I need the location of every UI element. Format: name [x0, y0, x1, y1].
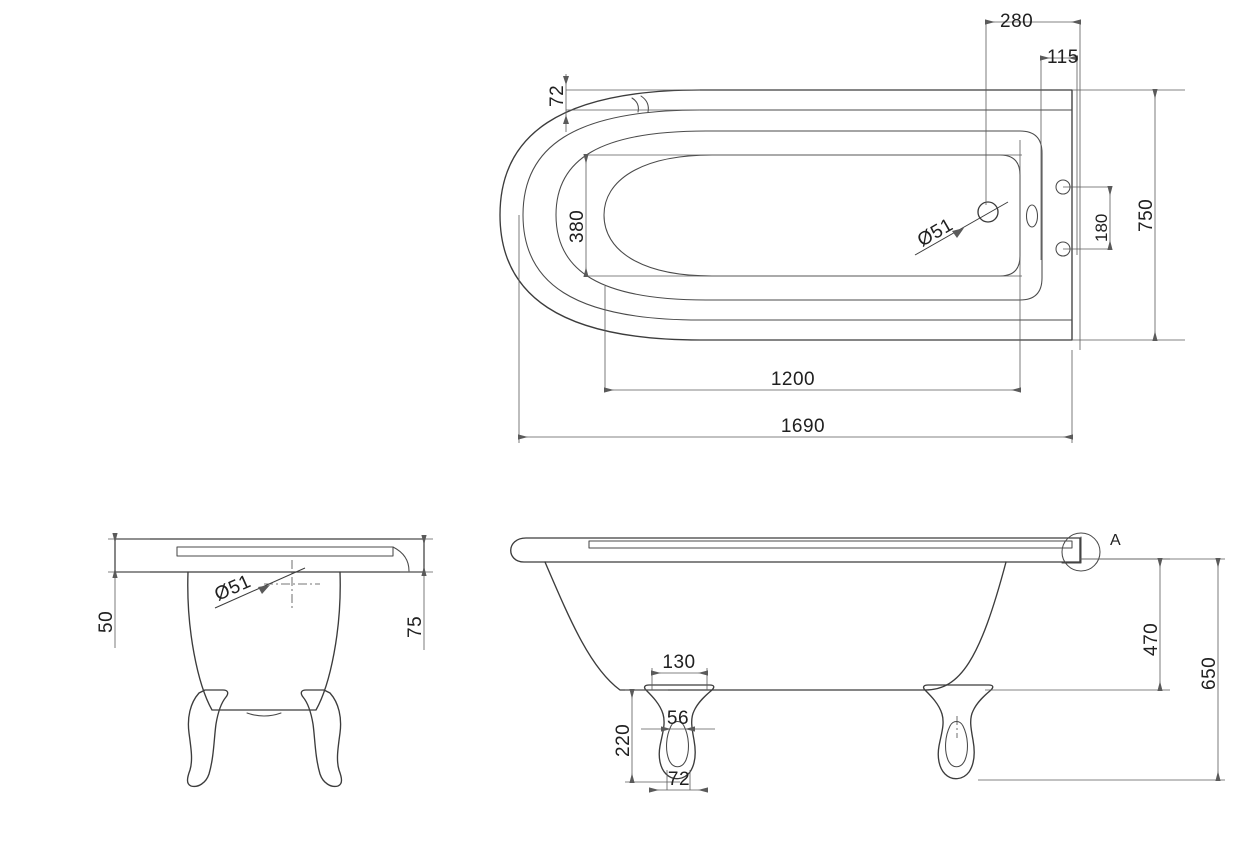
side-detail-callout-a: A [1061, 532, 1121, 572]
end-drain-plate [246, 712, 282, 717]
side-elevation-view: A 130 220 56 72 [510, 532, 1225, 793]
dim-130-foot: 130 [651, 652, 708, 690]
dim-50-end: 50 [96, 533, 150, 648]
plan-waste-hole [977, 201, 999, 223]
plan-overflow-slot [1025, 204, 1039, 228]
side-claw-foot-right [922, 684, 994, 780]
dim-750-plan: 750 [1072, 89, 1185, 341]
side-tub-body-profile [544, 561, 1007, 691]
plan-bowl-lip-outline [555, 130, 1043, 301]
end-claw-foot-left [186, 689, 229, 788]
dim-220-foot: 220 [613, 689, 680, 783]
plan-rim-inner-line [522, 109, 1073, 321]
end-elevation-view: Ø51 50 75 [96, 533, 433, 788]
dim-56-foot: 56 [641, 708, 715, 732]
dim-380-plan: 380 [567, 154, 1022, 277]
dim-label-180: 180 [1092, 214, 1111, 242]
dim-label-650: 650 [1199, 657, 1220, 690]
dim-470-side: 470 [985, 558, 1170, 691]
dim-650-side: 650 [978, 558, 1225, 781]
end-waste-leader [214, 567, 306, 609]
plan-view: Ø51 72 380 280 [499, 11, 1185, 443]
dim-label-1200: 1200 [771, 369, 815, 390]
dim-label-dia51-plan: Ø51 [914, 214, 957, 251]
end-rim-flange [114, 538, 425, 573]
dim-label-750: 750 [1136, 199, 1157, 232]
dim-1690-plan: 1690 [518, 215, 1073, 443]
dim-label-280: 280 [1000, 11, 1033, 32]
dim-label-50: 50 [96, 611, 117, 633]
plan-bowl-floor-outline [603, 154, 1021, 277]
dim-label-1690: 1690 [781, 416, 825, 437]
end-tub-body [187, 571, 341, 711]
detail-label-a: A [1110, 532, 1121, 549]
end-claw-foot-right [300, 689, 343, 788]
plan-outer-rim-outline [499, 89, 1073, 341]
dim-label-72-foot: 72 [668, 769, 690, 790]
dim-label-220: 220 [613, 724, 634, 757]
dim-label-75: 75 [405, 616, 426, 638]
side-claw-foot-left [643, 684, 715, 780]
dim-label-56: 56 [667, 708, 689, 729]
end-waste-center-mark [264, 560, 320, 608]
dim-label-380: 380 [567, 210, 588, 243]
dim-280-plan: 280 [985, 11, 1081, 350]
plan-waste-leader [914, 201, 1009, 256]
dim-label-115: 115 [1047, 47, 1079, 68]
dim-115-plan: 115 [1040, 47, 1079, 260]
dim-180-plan: 180 [1063, 186, 1113, 250]
dim-label-72-plan: 72 [547, 85, 568, 107]
dim-label-470: 470 [1141, 623, 1162, 656]
side-rim-flange [510, 537, 1081, 563]
dim-label-130: 130 [662, 652, 695, 673]
dim-72-plan: 72 [547, 74, 700, 132]
dim-1200-plan: 1200 [604, 140, 1021, 393]
dim-72-foot: 72 [649, 769, 708, 793]
dim-75-end: 75 [400, 535, 433, 650]
